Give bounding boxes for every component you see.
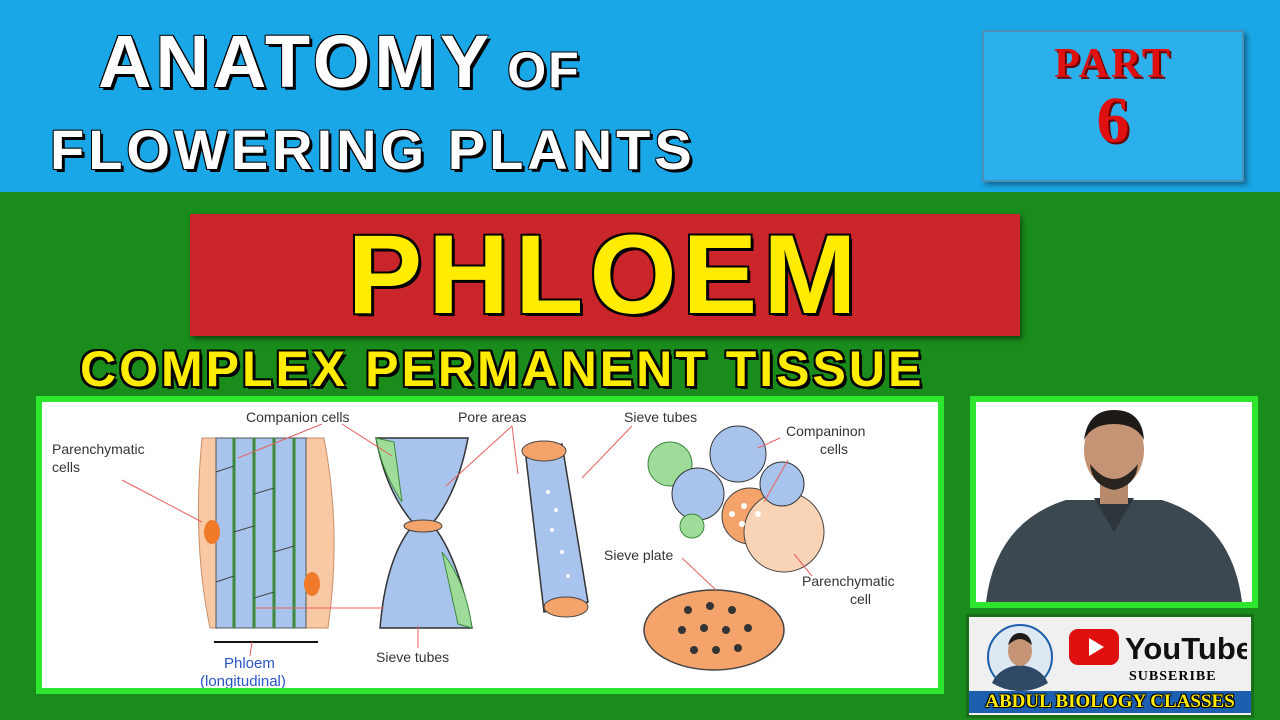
label-companinon-cells-2: cells [820, 441, 848, 457]
sieve-tube-3d [521, 440, 589, 618]
label-parenchymatic-cells-2: cells [52, 459, 80, 475]
part-number: 6 [1096, 84, 1130, 157]
subscribe-text: SUBSERIBE [1129, 669, 1217, 684]
label-parenchymatic-cell-2: cell [850, 591, 871, 607]
channel-avatar [987, 624, 1053, 691]
cross-section [647, 425, 825, 573]
presenter-photo [970, 396, 1258, 608]
label-companion-cells: Companion cells [246, 409, 350, 425]
part-label: PART [1054, 41, 1172, 87]
presenter-figure [976, 402, 1252, 602]
caption-longitudinal: (longitudinal) [200, 673, 286, 688]
topic-title: PHLOEM [347, 212, 863, 337]
label-sieve-tubes-top: Sieve tubes [624, 409, 697, 425]
label-sieve-plate: Sieve plate [604, 547, 673, 563]
youtube-logo: YouTube [1069, 629, 1247, 666]
phloem-diagram: Parenchymatic cells Companion cells Pore… [36, 396, 944, 694]
part-badge: PART 6 [982, 30, 1244, 182]
label-pore-areas: Pore areas [458, 409, 526, 425]
label-companinon-cells-1: Companinon [786, 423, 865, 439]
label-sieve-tubes-bottom: Sieve tubes [376, 649, 449, 665]
youtube-badge: YouTube SUBSERIBE ABDUL BIOLOGY CLASSES [966, 614, 1254, 718]
label-parenchymatic-cells-1: Parenchymatic [52, 441, 145, 457]
title-of: OF [507, 42, 581, 98]
leader-lines [121, 423, 813, 657]
longitudinal-section [197, 437, 335, 643]
youtube-wordmark: YouTube [1125, 631, 1247, 666]
label-parenchymatic-cell-1: Parenchymatic [802, 573, 895, 589]
phloem-diagram-svg: Parenchymatic cells Companion cells Pore… [52, 409, 895, 688]
title-flowering-plants: FLOWERING PLANTS [50, 118, 696, 181]
channel-name: ABDUL BIOLOGY CLASSES [969, 691, 1251, 713]
topic-subtitle: COMPLEX PERMANENT TISSUE [80, 341, 925, 397]
sieve-plate [643, 589, 785, 671]
caption-phloem: Phloem [224, 655, 275, 672]
title-main: ANATOMY [98, 20, 494, 103]
sieve-tube-section [375, 437, 473, 629]
topic-banner: PHLOEM [190, 214, 1020, 336]
